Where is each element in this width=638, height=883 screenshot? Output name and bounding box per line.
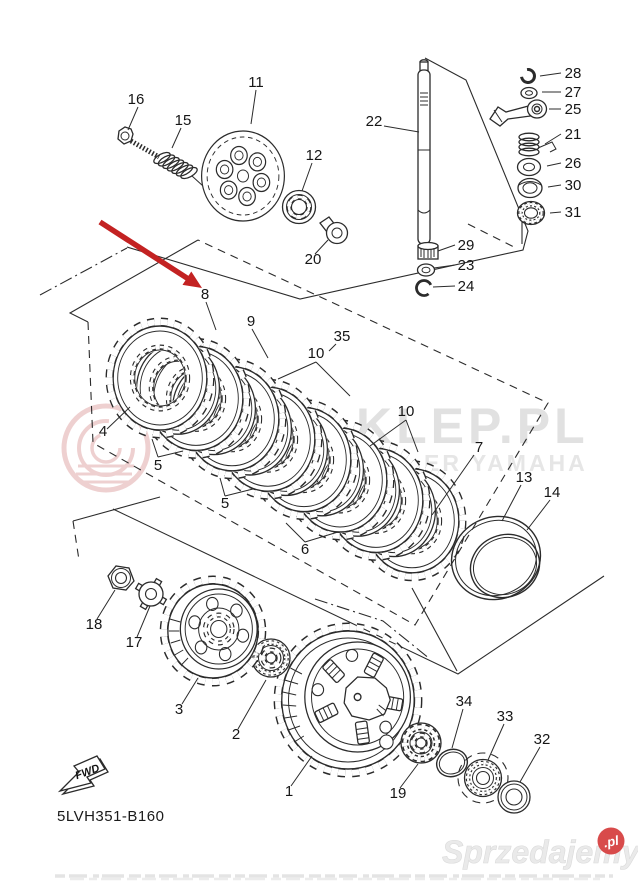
callout-labels: 16 15 11 12 20 22 28 27 25 21 26 30 31 2… (86, 65, 582, 802)
part-20-push-piece (319, 216, 349, 245)
part-19-needle-bearing (400, 722, 442, 764)
part-16-bolt (117, 126, 161, 160)
pl-badge-text: .pl (602, 832, 620, 850)
illegible-fine-print-strip (55, 874, 613, 881)
callout-35: 35 (334, 328, 351, 345)
callout-4: 4 (99, 423, 107, 440)
part-2-spacer (251, 638, 291, 678)
callout-leader-lines (96, 72, 562, 789)
part-25-push-lever (489, 99, 548, 127)
part-23-washer (416, 263, 436, 277)
callout-10b: 10 (398, 403, 415, 420)
callout-13: 13 (516, 469, 533, 486)
callout-12: 12 (306, 147, 323, 164)
callout-8: 8 (201, 286, 209, 303)
part-22-push-rod (417, 59, 431, 260)
callout-2: 2 (232, 726, 240, 743)
callout-18: 18 (86, 616, 103, 633)
part-21-spring (518, 132, 557, 157)
part-26-washer (516, 157, 542, 177)
callout-20: 20 (305, 251, 322, 268)
callout-28: 28 (565, 65, 582, 82)
callout-34: 34 (456, 693, 473, 710)
callout-14: 14 (544, 484, 561, 501)
callout-5b: 5 (221, 495, 229, 512)
callout-1: 1 (285, 783, 293, 800)
part-11-pressure-plate (201, 130, 285, 222)
part-1-clutch-housing (273, 622, 423, 778)
callout-26: 26 (565, 155, 582, 172)
watermark-logo-icon (61, 403, 151, 493)
callout-27: 27 (565, 84, 582, 101)
callout-9: 9 (247, 313, 255, 330)
callout-5a: 5 (154, 457, 162, 474)
callout-30: 30 (565, 177, 582, 194)
part-34-oring (435, 748, 469, 778)
construction-lines (39, 57, 605, 675)
friction-plate (105, 317, 215, 439)
callout-32: 32 (534, 731, 551, 748)
sprzedajemy-logo: Sprzedajemy .pl (442, 827, 638, 870)
pl-badge-icon (597, 827, 625, 855)
part-33-splined-washer (457, 752, 509, 804)
callout-22: 22 (366, 113, 383, 130)
callout-25: 25 (565, 101, 582, 118)
callout-7: 7 (475, 439, 483, 456)
part-13-14-rings (450, 515, 542, 601)
part-28-clip (520, 68, 536, 84)
part-code: 5LVH351-B160 (57, 808, 164, 825)
part-31-needle-bearing (516, 200, 546, 226)
part-27-washer (520, 86, 538, 100)
callout-6: 6 (301, 541, 309, 558)
callout-17: 17 (126, 634, 143, 651)
callout-15: 15 (175, 112, 192, 129)
part-24-circlip (415, 279, 433, 297)
part-12-bearing (281, 189, 317, 225)
callout-10a: 10 (308, 345, 325, 362)
fwd-direction-arrow: FWD (57, 755, 109, 796)
callout-16: 16 (128, 91, 145, 108)
watermark-text-line2: ER YAMAHA (424, 450, 588, 476)
part-18-nut (107, 565, 135, 591)
callout-33: 33 (497, 708, 514, 725)
callout-31: 31 (565, 204, 582, 221)
callout-29: 29 (458, 237, 475, 254)
part-3-clutch-boss (159, 575, 267, 687)
red-highlight-arrow (98, 219, 202, 288)
callout-21: 21 (565, 126, 582, 143)
part-30-collar (517, 177, 543, 199)
part-17-lock-washer (134, 577, 168, 611)
part-15-clutch-spring (153, 151, 204, 187)
watermark: KLEP.PL ER YAMAHA (61, 398, 588, 493)
part-29-spring-seat (417, 241, 439, 260)
callout-24: 24 (458, 278, 475, 295)
callout-3: 3 (175, 701, 183, 718)
part-32-washer (497, 780, 531, 814)
clutch-plate-stack (105, 317, 467, 582)
callout-23: 23 (458, 257, 475, 274)
callout-19: 19 (390, 785, 407, 802)
callout-11: 11 (248, 74, 264, 91)
